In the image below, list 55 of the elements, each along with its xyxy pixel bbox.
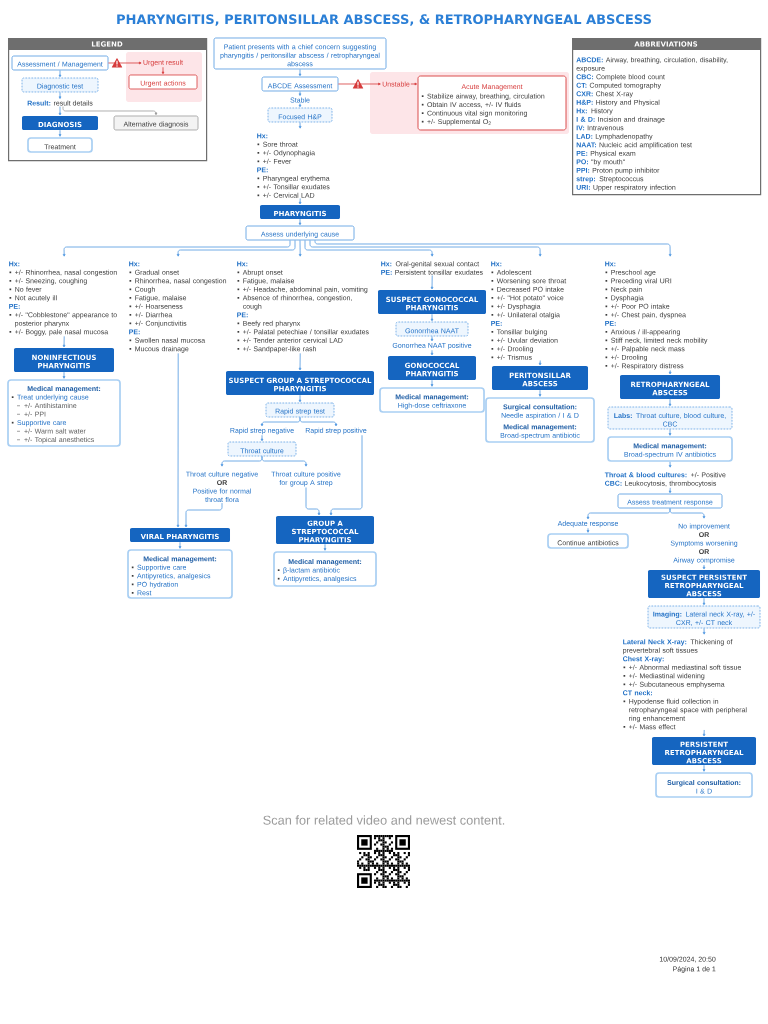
arrow: [329, 434, 363, 516]
arrow: [298, 121, 302, 129]
arrow: [323, 543, 327, 551]
arrow: [62, 240, 291, 257]
arrow: [299, 416, 338, 427]
arrow: [108, 61, 142, 65]
footer-note: Scan for related video and newest content.: [263, 815, 505, 825]
arrow: [62, 106, 158, 116]
arrow: [668, 487, 672, 494]
arrow: [538, 360, 542, 366]
arrow: [298, 218, 302, 226]
arrow: [430, 275, 434, 290]
arrow: [314, 240, 672, 257]
arrow: [176, 352, 180, 528]
arrow: [260, 434, 264, 442]
arrow: [305, 487, 321, 516]
arrow: [668, 369, 672, 375]
arrow: [161, 66, 165, 75]
arrow: [178, 541, 182, 549]
arrow: [430, 335, 434, 342]
arrow: [176, 240, 296, 257]
arrow: [298, 198, 302, 205]
arrow: [430, 313, 434, 322]
arrow: [62, 335, 66, 348]
arrow: [538, 389, 542, 397]
arrow: [668, 461, 672, 468]
arrow: [668, 398, 672, 407]
arrow: [338, 82, 381, 86]
arrow: [702, 764, 706, 772]
arrow: [298, 394, 302, 403]
arrow: [298, 103, 302, 108]
arrow: [669, 508, 706, 519]
arrow: [298, 91, 302, 96]
title: PHARYNGITIS, PERITONSILLAR ABSCESS, & RETROPHARYNGEAL ABSCESS: [117, 14, 651, 26]
arrow: [298, 69, 302, 77]
arrow: [58, 91, 62, 99]
arrow: [702, 627, 706, 635]
arrow: [58, 129, 62, 137]
arrow: [261, 455, 308, 467]
arrow: [58, 106, 62, 116]
arrow: [304, 240, 434, 257]
arrow: [702, 564, 706, 570]
arrow: [410, 82, 418, 86]
arrow: [298, 240, 302, 257]
arrow: [430, 379, 434, 387]
abbreviations-panel: [572, 38, 762, 196]
arrow: [702, 729, 706, 737]
arrow: [586, 527, 590, 533]
arrow: [309, 240, 542, 257]
arrow: [668, 428, 672, 436]
arrow: [58, 70, 62, 78]
arrow: [702, 597, 706, 606]
arrow: [298, 352, 302, 371]
arrow: [430, 349, 434, 356]
arrow: [62, 371, 66, 379]
